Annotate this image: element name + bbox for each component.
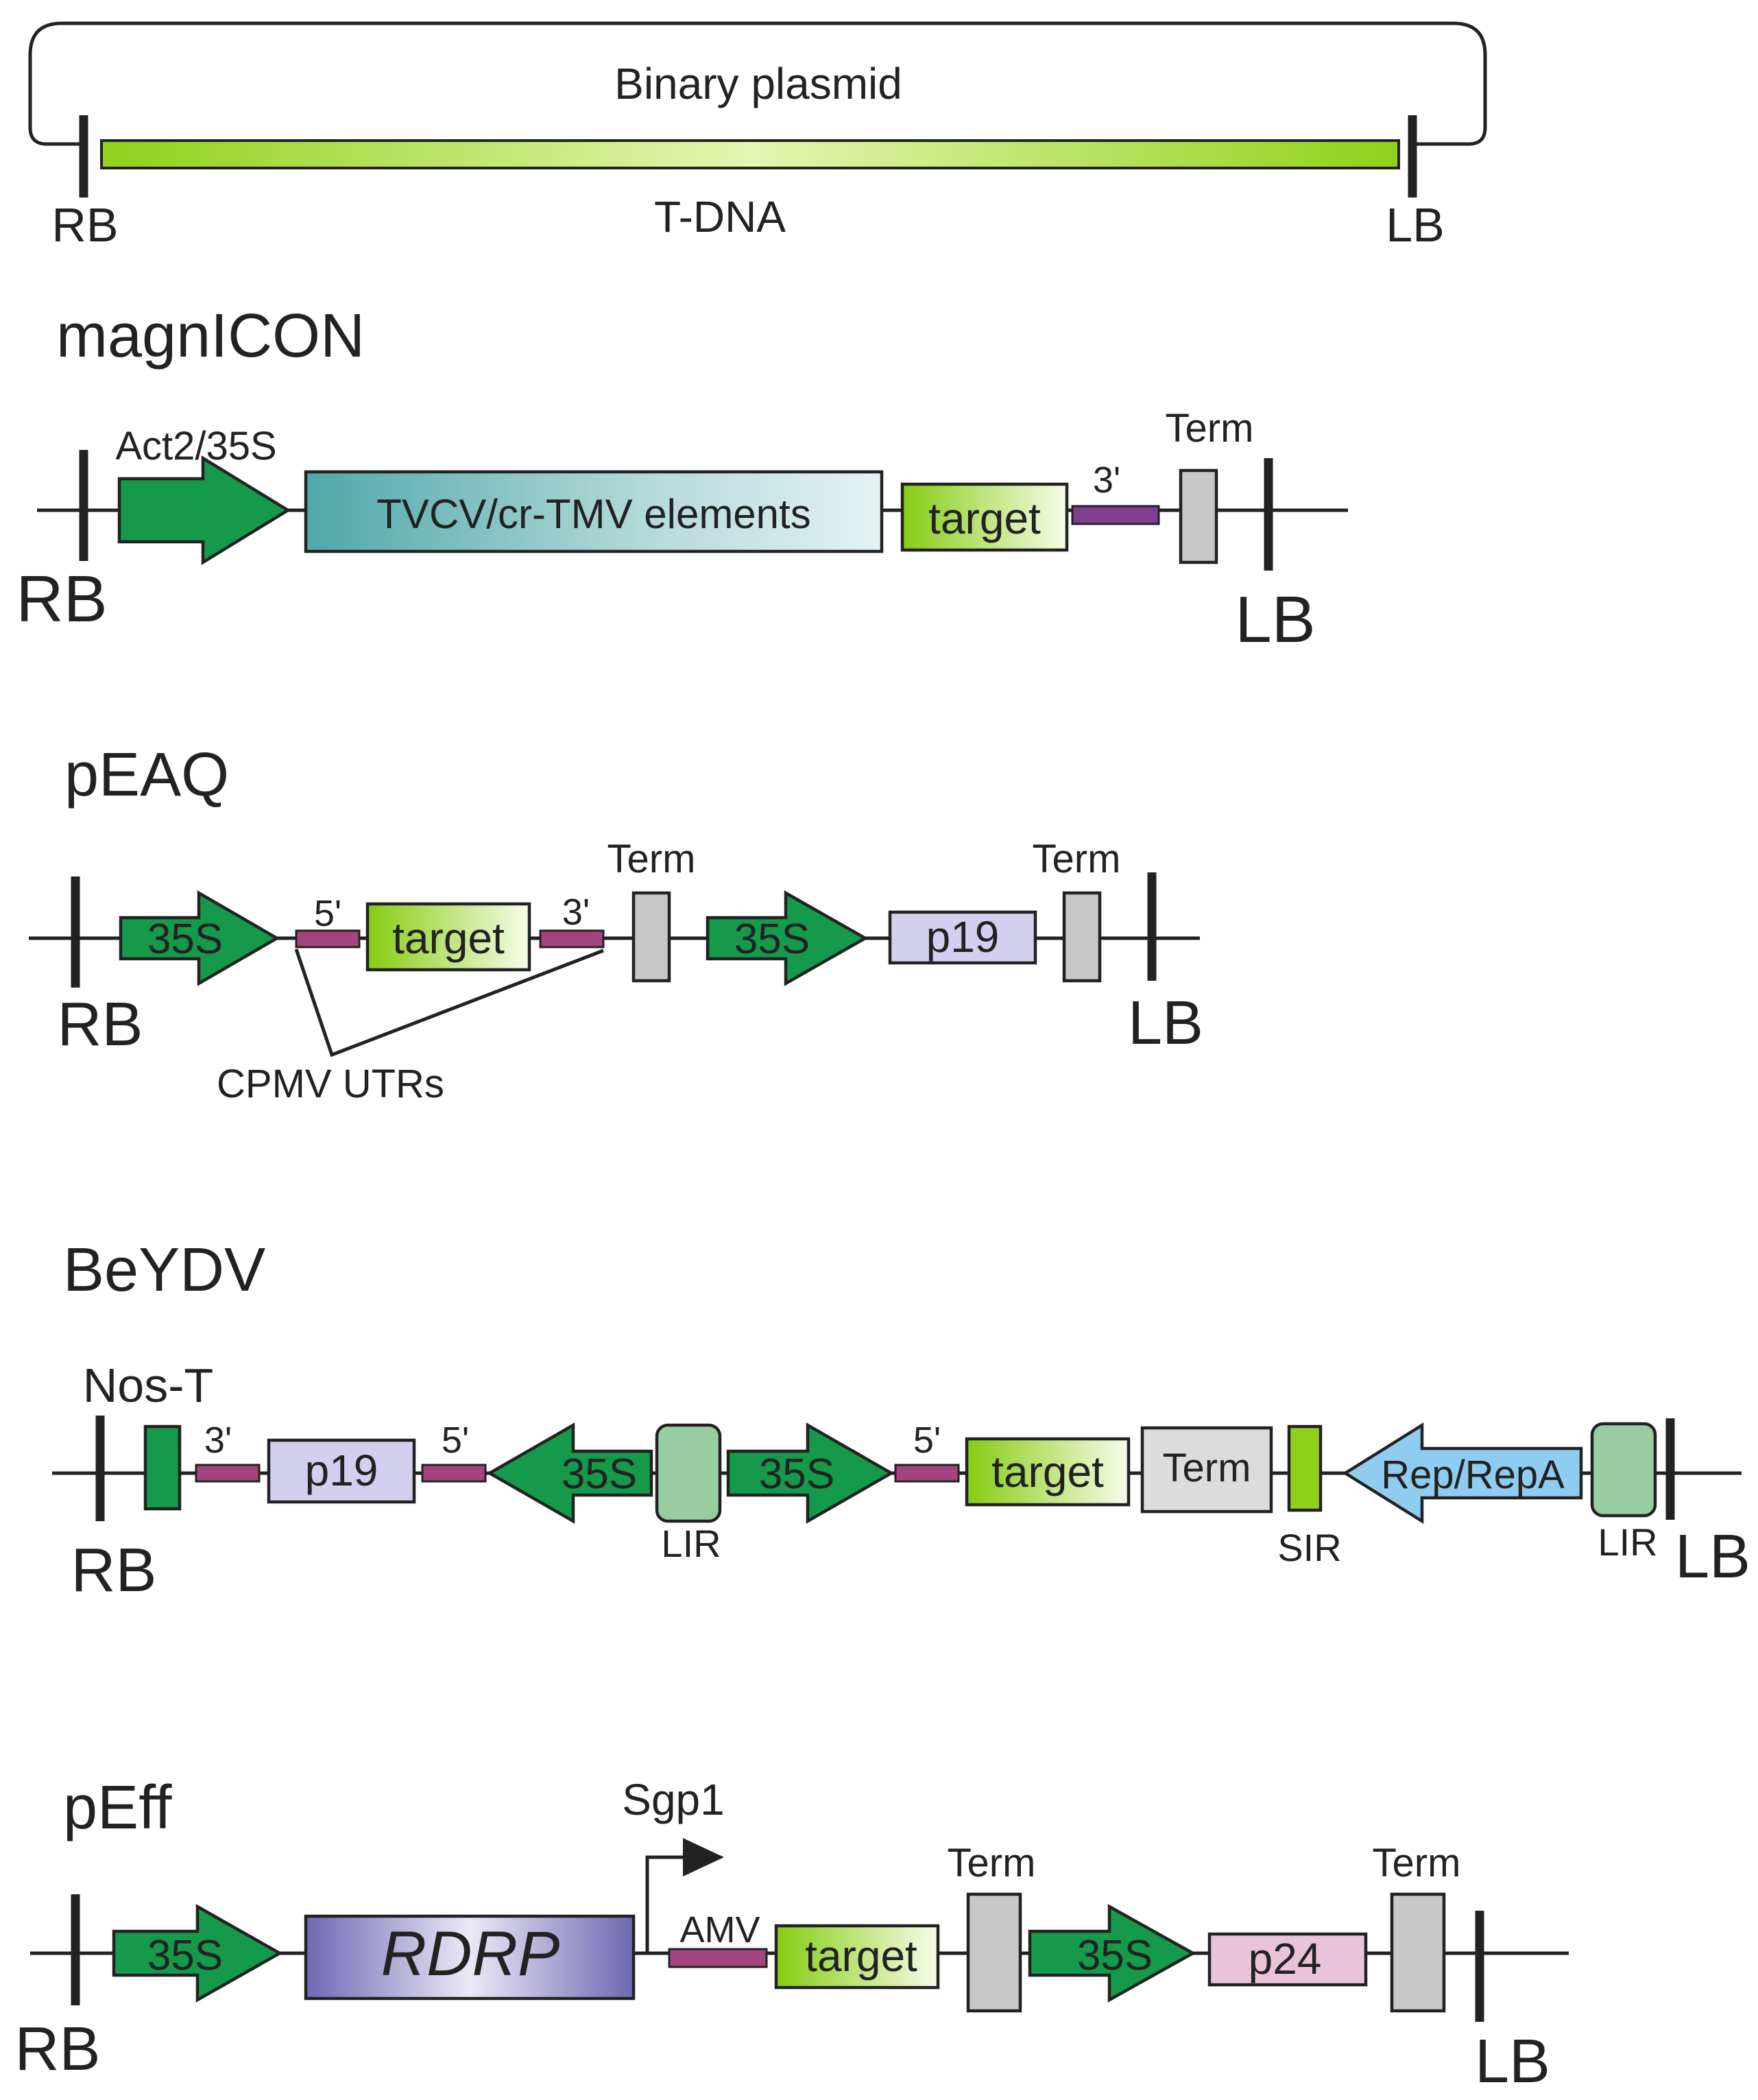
p24-box bbox=[1207, 1932, 1368, 1987]
rep-repa-label: Rep/RepA bbox=[1381, 1453, 1565, 1497]
construct-name-beydv: BeYDV bbox=[63, 1236, 265, 1304]
tvcv-label: TVCV/cr-TMV elements bbox=[376, 491, 810, 537]
magnicon-section: magnICON RB Act2/35S TVCV/cr-TMV element… bbox=[16, 302, 1348, 656]
terminator-box-1 bbox=[966, 1892, 1022, 2013]
rb-label: RB bbox=[71, 1536, 156, 1605]
sir-box bbox=[1287, 1424, 1323, 1512]
rb-label: RB bbox=[14, 2015, 100, 2084]
target-label: target bbox=[805, 1931, 917, 1981]
tvcv-element-box bbox=[304, 470, 884, 553]
promoter-label-2: 35S bbox=[734, 916, 810, 963]
term-label-2: Term bbox=[1033, 837, 1121, 881]
utr3-segment bbox=[1071, 505, 1160, 525]
target-box bbox=[365, 902, 531, 972]
lb-label: LB bbox=[1235, 583, 1315, 656]
p19-label: p19 bbox=[305, 1446, 378, 1495]
promoter-arrow-2 bbox=[706, 890, 869, 986]
target-label: target bbox=[392, 914, 505, 963]
beydv-section: BeYDV RB Nos-T 3' p19 5' 35S LIR 35S 5' … bbox=[52, 1236, 1750, 1605]
lb-label: LB bbox=[1386, 198, 1445, 252]
p19-label: p19 bbox=[926, 912, 1000, 962]
peaq-section: pEAQ RB 35S 5' target 3' CPMV UTRs Term … bbox=[29, 741, 1203, 1106]
utr3-label: 3' bbox=[562, 892, 590, 933]
target-label: target bbox=[928, 494, 1041, 543]
amv-label: AMV bbox=[679, 1909, 760, 1950]
utr3-label: 3' bbox=[204, 1420, 232, 1461]
terminator-box bbox=[1140, 1426, 1273, 1514]
rdrp-label: RDRP bbox=[381, 1919, 560, 1989]
sgp1-promoter-stem bbox=[645, 1855, 686, 1953]
plasmid-title: Binary plasmid bbox=[614, 59, 902, 108]
p19-box bbox=[267, 1438, 416, 1504]
rb-label: RB bbox=[57, 990, 143, 1059]
plasmid-backbone bbox=[28, 21, 1487, 146]
sgp1-promoter-arrowhead bbox=[683, 1838, 724, 1876]
rdrp-box bbox=[304, 1914, 636, 2001]
term-label: Term bbox=[1163, 1446, 1251, 1490]
binary-plasmid-section: Binary plasmid T-DNA RB LB bbox=[28, 21, 1487, 252]
lir-label-2: LIR bbox=[1598, 1520, 1657, 1564]
utr5-segment-2 bbox=[894, 1464, 960, 1483]
term-label-2: Term bbox=[1373, 1841, 1461, 1885]
sir-label: SIR bbox=[1277, 1526, 1341, 1569]
promoter-arrow bbox=[117, 455, 291, 566]
promoter-arrow-2 bbox=[1028, 1904, 1196, 2003]
promoter-label-forward: 35S bbox=[759, 1451, 834, 1498]
construct-name-magnicon: magnICON bbox=[56, 302, 365, 370]
lir-box-1 bbox=[655, 1423, 722, 1523]
rep-repa-arrow bbox=[1342, 1422, 1583, 1525]
tdna-label: T-DNA bbox=[654, 192, 786, 241]
construct-name-peaq: pEAQ bbox=[64, 741, 229, 809]
promoter-arrow-reverse bbox=[486, 1422, 653, 1524]
target-box bbox=[965, 1437, 1131, 1507]
promoter-arrow-1 bbox=[119, 890, 280, 986]
utr5-segment-1 bbox=[421, 1464, 487, 1483]
cpmv-utr-bracket bbox=[294, 948, 604, 1058]
promoter-label-2: 35S bbox=[1077, 1932, 1153, 1979]
sgp1-label: Sgp1 bbox=[622, 1775, 724, 1824]
term-label-1: Term bbox=[948, 1841, 1036, 1885]
target-box bbox=[900, 482, 1069, 552]
cpmv-utr-label: CPMV UTRs bbox=[217, 1062, 444, 1106]
promoter-arrow-forward bbox=[726, 1422, 895, 1524]
construct-name-peff: pEff bbox=[63, 1774, 172, 1842]
utr5-label-2: 5' bbox=[913, 1420, 941, 1461]
term-label-1: Term bbox=[607, 837, 696, 881]
promoter-arrow-1 bbox=[112, 1904, 283, 2003]
target-label: target bbox=[991, 1447, 1104, 1496]
rb-label: RB bbox=[51, 198, 118, 252]
promoter-label-1: 35S bbox=[147, 916, 223, 963]
utr5-label: 5' bbox=[314, 893, 341, 934]
p24-label: p24 bbox=[1249, 1934, 1322, 1983]
terminator-box-1 bbox=[631, 891, 671, 983]
terminator-box-2 bbox=[1390, 1892, 1446, 2013]
lb-label: LB bbox=[1128, 989, 1203, 1058]
utr3-label: 3' bbox=[1093, 460, 1120, 501]
target-box bbox=[774, 1924, 940, 1990]
lir-label-1: LIR bbox=[661, 1522, 721, 1565]
lir-box-2 bbox=[1590, 1422, 1657, 1518]
term-label: Term bbox=[1166, 406, 1254, 451]
nos-t-label: Nos-T bbox=[83, 1359, 214, 1412]
utr5-segment bbox=[295, 929, 361, 948]
rb-label: RB bbox=[16, 562, 107, 636]
promoter-label: Act2/35S bbox=[115, 424, 276, 468]
utr3-segment bbox=[539, 929, 605, 948]
terminator-box-2 bbox=[1062, 891, 1102, 983]
nos-t-box bbox=[143, 1424, 182, 1511]
tdna-bar bbox=[100, 139, 1400, 169]
utr5-label-1: 5' bbox=[442, 1420, 469, 1461]
lb-label: LB bbox=[1675, 1523, 1750, 1591]
peff-section: pEff RB 35S RDRP Sgp1 AMV target Term 35… bbox=[14, 1774, 1569, 2096]
terminator-box bbox=[1179, 468, 1218, 564]
promoter-label-reverse: 35S bbox=[562, 1451, 637, 1498]
utr3-segment bbox=[195, 1464, 261, 1483]
lb-label: LB bbox=[1475, 2027, 1550, 2096]
p19-box bbox=[888, 910, 1037, 965]
amv-segment bbox=[668, 1948, 768, 1968]
promoter-label-1: 35S bbox=[147, 1932, 223, 1979]
